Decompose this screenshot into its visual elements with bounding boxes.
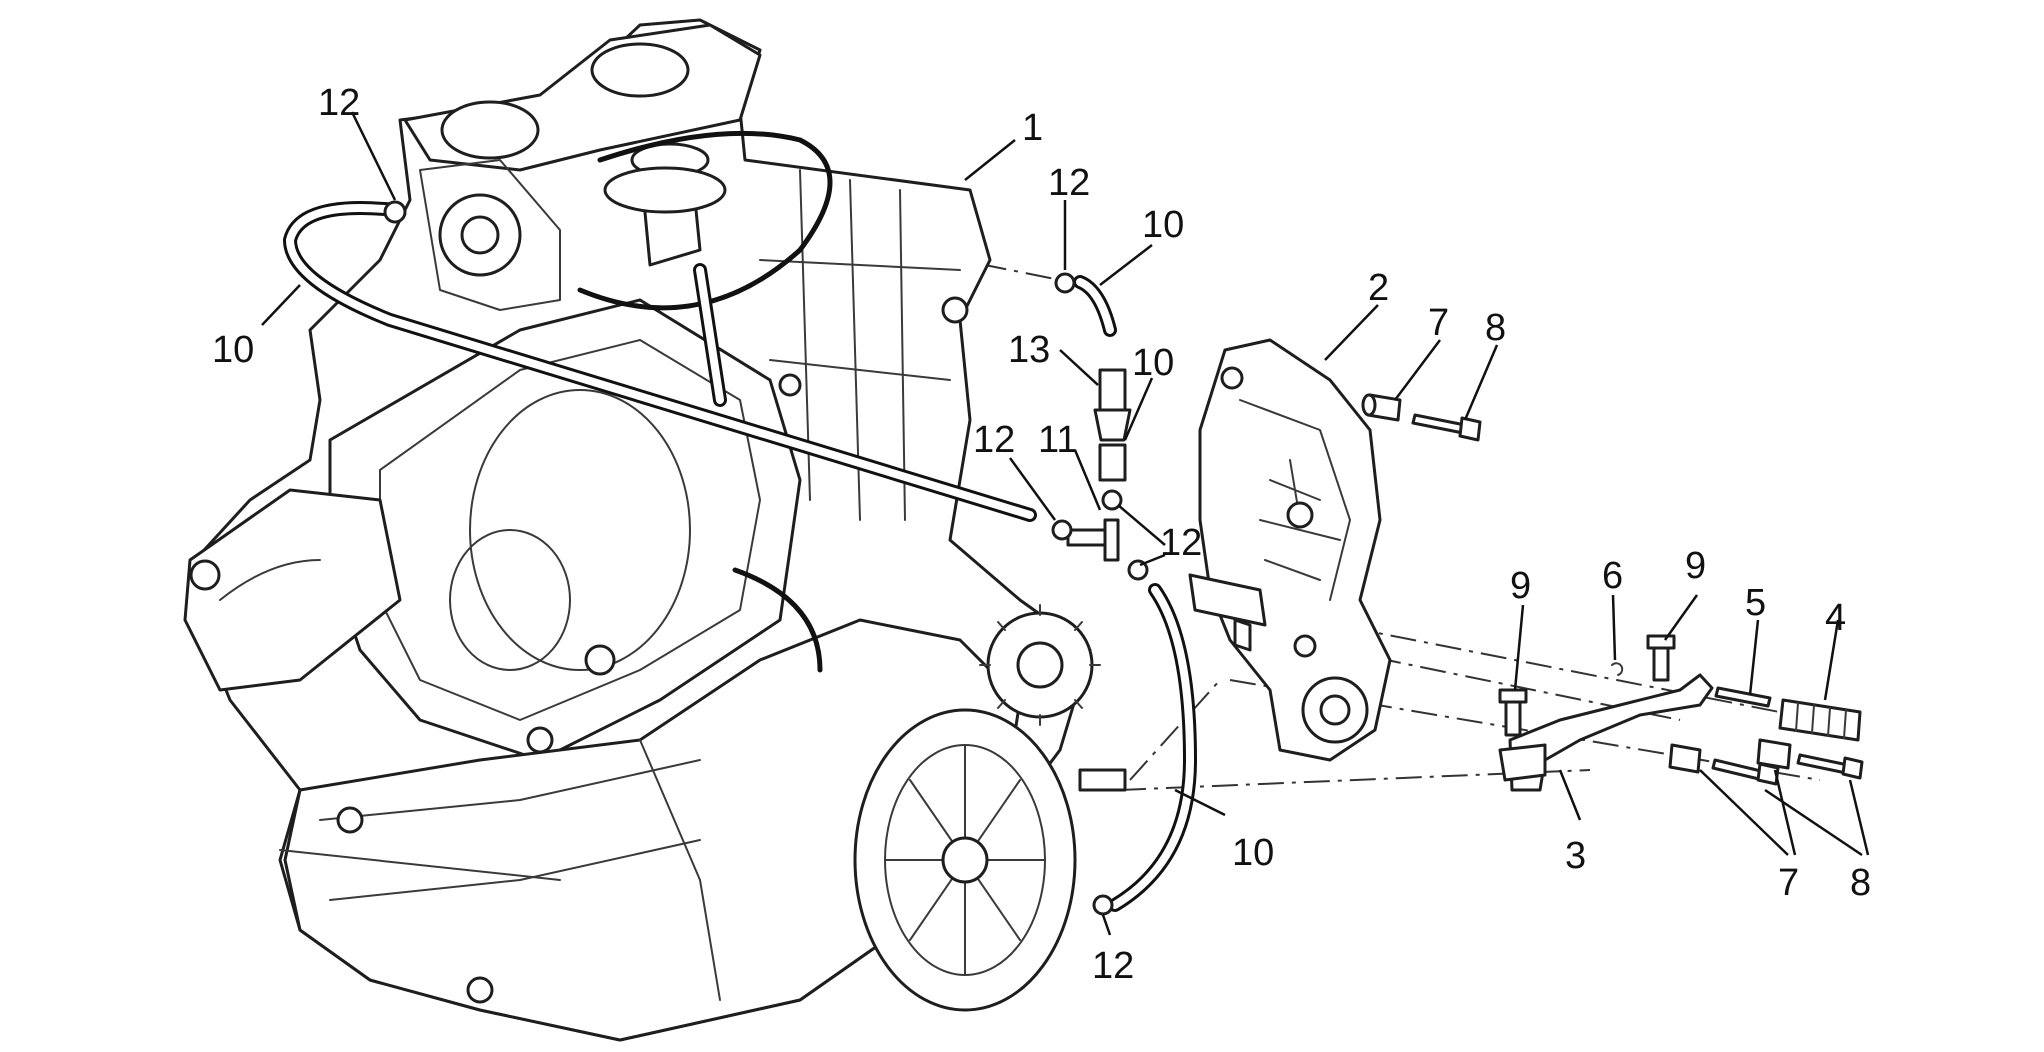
callout-11: 11	[1038, 419, 1077, 461]
callout-7-lower: 7	[1778, 862, 1799, 904]
callout-3: 3	[1565, 835, 1586, 877]
callout-1: 1	[1022, 107, 1043, 149]
callout-12-upper-mid: 12	[1048, 162, 1090, 204]
callout-7-upper: 7	[1428, 302, 1449, 344]
callout-12-mid-left: 12	[973, 419, 1015, 461]
engine-assembly	[183, 18, 1127, 1042]
callout-8-lower: 8	[1850, 862, 1871, 904]
callout-10-mid: 10	[1132, 342, 1174, 384]
callout-10-upper-mid: 10	[1142, 204, 1184, 246]
upper-spacer-bolt	[1361, 393, 1482, 442]
callout-9-left: 9	[1510, 565, 1531, 607]
callout-12-mid-right: 12	[1160, 522, 1202, 564]
callout-5: 5	[1745, 582, 1766, 624]
callout-8-upper: 8	[1485, 307, 1506, 349]
drive-sprocket	[979, 604, 1101, 726]
callout-4: 4	[1825, 597, 1846, 639]
callout-2: 2	[1368, 267, 1389, 309]
leader-lines	[261, 111, 1870, 936]
callout-labels: 12 1 12 10 10 13 10 12 11 12 10 12 2 7 8…	[212, 82, 1871, 987]
breather-hoses	[282, 130, 1198, 916]
callout-12-bottom: 12	[1092, 945, 1134, 987]
sprocket-cover	[1188, 338, 1392, 762]
callout-6: 6	[1602, 555, 1623, 597]
callout-13: 13	[1008, 329, 1050, 371]
callout-10-left: 10	[212, 329, 254, 371]
callout-12-top-left: 12	[318, 82, 360, 124]
callout-9-right: 9	[1685, 545, 1706, 587]
callout-10-bottom: 10	[1232, 832, 1274, 874]
shift-lever-assembly	[1498, 634, 1864, 792]
